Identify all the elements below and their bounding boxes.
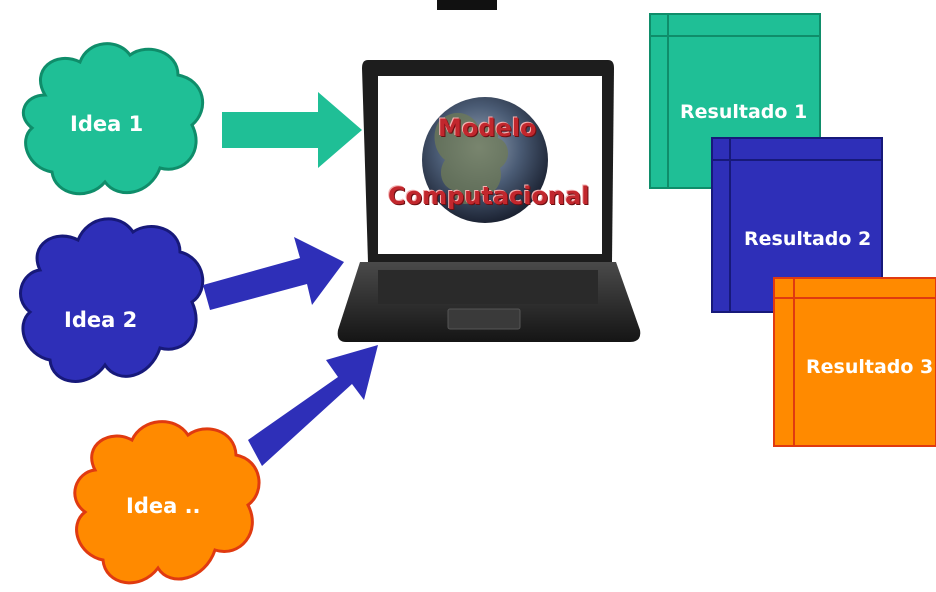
arrow-idea-1 bbox=[222, 92, 362, 168]
laptop bbox=[337, 60, 641, 342]
idea-3-label: Idea .. bbox=[126, 494, 201, 518]
screen-title-line2: Computacional bbox=[388, 182, 590, 210]
idea-3-cloud bbox=[73, 420, 261, 585]
result-1-label: Resultado 1 bbox=[680, 101, 808, 123]
arrow-idea-3 bbox=[248, 345, 378, 466]
touchpad bbox=[447, 308, 521, 330]
idea-1-label: Idea 1 bbox=[70, 112, 144, 136]
title-fragment bbox=[437, 0, 497, 10]
result-2-label: Resultado 2 bbox=[744, 228, 872, 250]
result-3-doc bbox=[773, 277, 936, 447]
globe-continents bbox=[434, 112, 509, 205]
result-3-label: Resultado 3 bbox=[806, 356, 934, 378]
keyboard bbox=[378, 270, 598, 304]
idea-1-cloud bbox=[21, 42, 205, 196]
arrow-idea-2 bbox=[203, 237, 344, 310]
screen-title-line1: Modelo bbox=[438, 114, 537, 142]
idea-2-label: Idea 2 bbox=[64, 308, 138, 332]
idea-2-cloud bbox=[19, 217, 205, 383]
